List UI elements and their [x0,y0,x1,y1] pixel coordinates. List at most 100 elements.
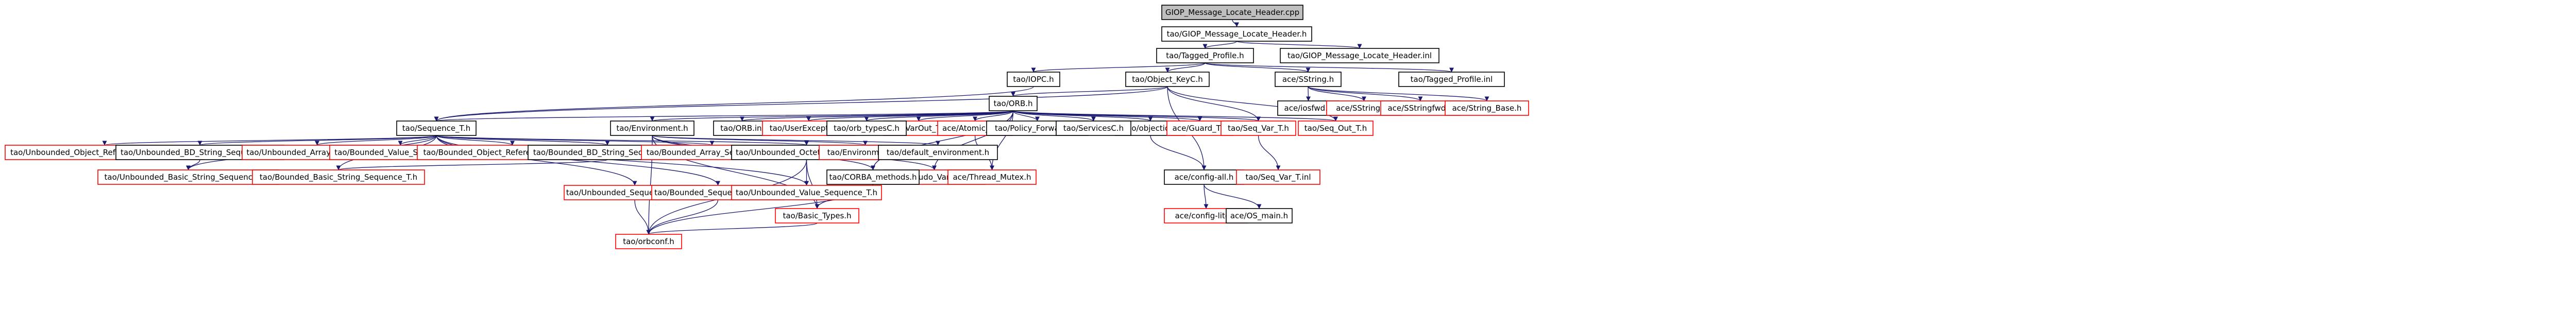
edge-orb_h-to-pseudo_varout [931,110,1014,170]
node-box [1236,169,1320,185]
node-label: tao/ServicesC.h [1063,124,1124,133]
node-label: tao/Bounded_Basic_String_Sequence_T.h [260,173,417,182]
edge-line [1306,86,1311,101]
node-orb-inl[interactable]: tao/ORB.inl [713,121,771,136]
edge-line [1202,41,1238,49]
node-orb-typesC[interactable]: tao/orb_typesC.h [826,121,907,136]
node-objkey[interactable]: tao/Object_KeyC.h [1125,72,1210,87]
edge-line [1011,86,1168,97]
node-orb-h[interactable]: tao/ORB.h [989,96,1038,111]
edge-line [646,199,719,235]
node-os-main[interactable]: ace/OS_main.h [1226,208,1293,223]
node-string-base[interactable]: ace/String_Base.h [1445,100,1529,116]
node-tp-inl[interactable]: tao/Tagged_Profile.inl [1398,72,1505,87]
node-box [731,185,882,200]
node-box [1161,5,1303,20]
edge-seq_var-to-seq_var_inl [1258,135,1281,170]
edge-line [806,159,820,209]
node-label: ace/String_Base.h [1452,104,1522,113]
node-tp-h[interactable]: tao/Tagged_Profile.h [1156,48,1254,63]
node-seq-out[interactable]: tao/Seq_Out_T.h [1298,121,1374,136]
node-iopc[interactable]: tao/IOPC.h [1007,72,1060,87]
edge-line [436,135,610,146]
node-label: tao/IOPC.h [1013,75,1054,84]
edge-orb_h-to-policy_fwd [1012,110,1040,122]
edge-config_all-to-config_h [1204,184,1209,209]
edge-line [1167,86,1261,122]
edge-line [1012,110,1040,122]
edge-orb_h-to-seq_out [1012,110,1338,122]
node-glh-inl[interactable]: tao/GIOP_Message_Locate_Header.inl [1280,48,1439,63]
node-box [947,169,1037,185]
edge-tp_h-to-objkey [1165,62,1206,73]
node-basic-types[interactable]: tao/Basic_Types.h [775,208,859,223]
node-box [610,121,694,136]
node-b-basic-str[interactable]: tao/Bounded_Basic_String_Sequence_T.h [252,169,425,185]
node-sstring[interactable]: ace/SString.h [1275,72,1342,87]
node-seq-var[interactable]: tao/Seq_Var_T.h [1221,121,1296,136]
edge-glh_h-to-tp_h [1202,41,1238,49]
node-label: ace/config-all.h [1175,173,1234,182]
edge-line [806,110,1014,122]
node-label: ace/SStringfwd.h [1387,104,1453,113]
edge-line [989,110,1014,170]
edge-line [870,110,1014,170]
edge-ub_bd_str-to-ub_basic_str [185,159,200,170]
node-glh-h[interactable]: tao/GIOP_Message_Locate_Header.h [1161,26,1312,42]
edge-seq_t-to-ub_seq_cdr [436,135,637,186]
edge-line [652,135,868,146]
node-config-all[interactable]: ace/config-all.h [1164,169,1244,185]
node-thread-mutex[interactable]: ace/Thread_Mutex.h [947,169,1037,185]
edge-line [434,86,1034,122]
edge-line [652,135,940,146]
nodes-layer: GIOP_Message_Locate_Header.cpp tao/GIOP_M… [5,5,1529,249]
node-box [1007,72,1060,87]
node-label: tao/Environment.h [616,124,688,133]
node-box [1298,121,1374,136]
node-default-env[interactable]: tao/default_environment.h [878,145,998,160]
node-label: tao/Tagged_Profile.h [1166,51,1244,61]
node-environment[interactable]: tao/Environment.h [610,121,694,136]
edge-tp_h-to-tp_inl [1205,62,1454,73]
node-label: tao/CORBA_methods.h [829,173,917,182]
node-label: tao/Tagged_Profile.inl [1411,75,1493,84]
node-seq-t[interactable]: tao/Sequence_T.h [396,121,477,136]
node-label: tao/ORB.inl [720,124,764,133]
node-box [1398,72,1505,87]
edge-glh_h-to-glh_inl [1236,41,1362,49]
node-label: tao/orb_typesC.h [834,124,900,133]
edge-line [1236,41,1362,49]
node-label: tao/GIOP_Message_Locate_Header.h [1167,29,1307,39]
node-label: tao/objectid.h [1124,124,1177,133]
edge-orb_h-to-userexc [806,110,1014,122]
node-label: tao/Seq_Var_T.h [1228,124,1289,133]
edge-line [1165,62,1206,73]
node-label: tao/default_environment.h [887,148,989,158]
edge-iopc-to-seq_t [434,86,1034,122]
edge-seq_t-to-ub_objref [103,135,437,146]
node-corba-methods[interactable]: tao/CORBA_methods.h [826,169,920,185]
node-box [1125,72,1210,87]
edge-line [1150,135,1207,170]
node-box [1221,121,1296,136]
node-label: tao/Seq_Var_T.inl [1245,173,1311,182]
node-ub-value[interactable]: tao/Unbounded_Value_Sequence_T.h [731,185,882,200]
edge-seq_t-to-b_objref [436,135,515,146]
node-seq-var-inl[interactable]: tao/Seq_Var_T.inl [1236,169,1320,185]
edge-orb_h-to-atomic [973,110,1014,122]
edge-objkey-to-seq_var [1167,86,1261,122]
node-servicesc[interactable]: tao/ServicesC.h [1056,121,1131,136]
edge-line [1308,86,1489,101]
edge-line [315,135,437,146]
node-orbconf[interactable]: tao/orbconf.h [615,234,682,249]
node-ub-basic-str[interactable]: tao/Unbounded_Basic_String_Sequence_T.h [97,169,279,185]
node-box [1280,48,1439,63]
edge-tp_h-to-sstring [1205,62,1311,73]
node-root[interactable]: GIOP_Message_Locate_Header.cpp [1161,5,1303,20]
edge-line [336,159,608,170]
edge-seq_t-to-b_value [398,135,437,146]
node-label: tao/Sequence_T.h [402,124,470,133]
edge-orb_h-to-varout [916,110,1014,122]
node-label: ace/OS_main.h [1230,211,1288,221]
